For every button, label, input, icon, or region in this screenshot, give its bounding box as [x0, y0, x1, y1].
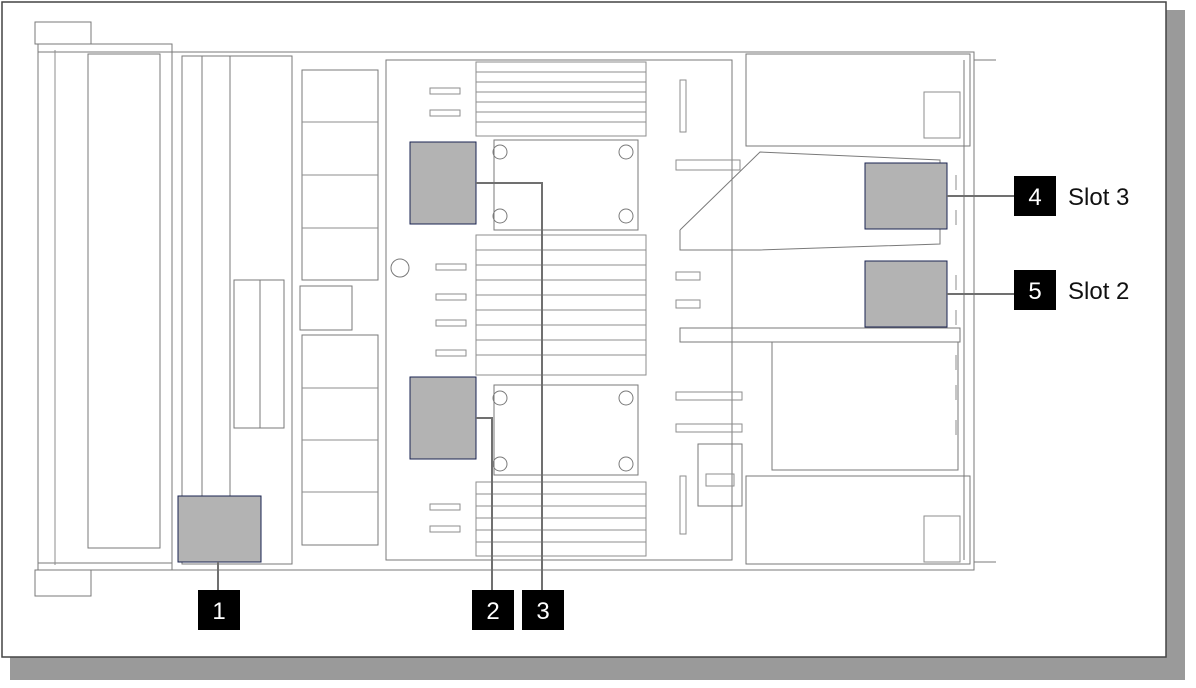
callout-1-label: 1 — [212, 598, 225, 625]
slot-3-label: Slot 3 — [1068, 184, 1129, 211]
callout-2: 2 — [472, 590, 514, 630]
figure-frame — [1, 1, 1167, 658]
callout-2-label: 2 — [486, 598, 499, 625]
leader-line-3 — [476, 182, 543, 590]
callout-3-label: 3 — [536, 598, 549, 625]
callout-1: 1 — [198, 590, 240, 630]
leader-line-2 — [476, 417, 493, 590]
location-4 — [864, 162, 948, 230]
location-3 — [409, 141, 477, 225]
callout-5: 5 Slot 2 — [1014, 270, 1129, 310]
callout-5-label: 5 — [1028, 278, 1041, 305]
chassis-outline — [34, 21, 996, 597]
leader-lines — [217, 182, 1014, 590]
callout-4-label: 4 — [1028, 184, 1041, 211]
location-1 — [177, 495, 262, 563]
callout-4: 4 Slot 3 — [1014, 176, 1129, 216]
callout-3: 3 — [522, 590, 564, 630]
location-2 — [409, 376, 477, 460]
slot-2-label: Slot 2 — [1068, 278, 1129, 305]
location-5 — [864, 260, 948, 328]
